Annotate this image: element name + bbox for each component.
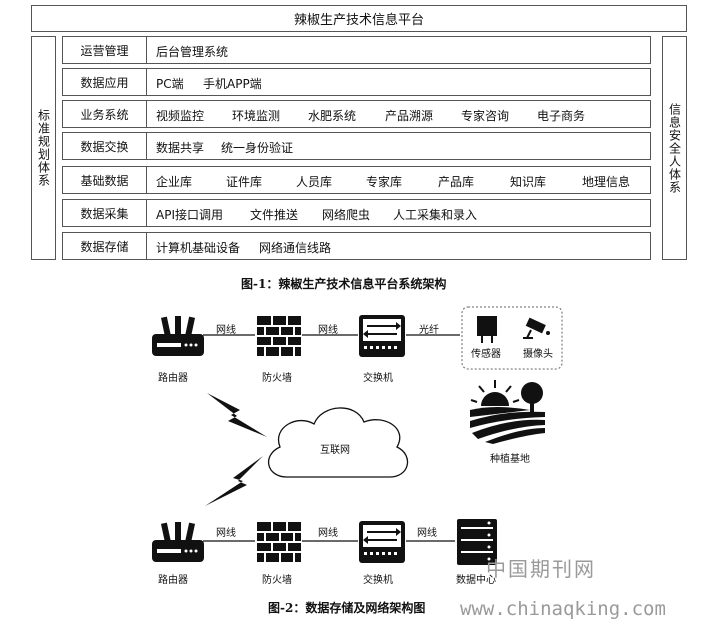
layer-item: 电子商务 — [537, 109, 586, 123]
layer-item: 网络通信线路 — [259, 241, 332, 255]
layer-item: 手机APP端 — [203, 77, 262, 91]
sensor-icon — [477, 316, 497, 343]
router-label: 路由器 — [158, 575, 188, 586]
platform-title-bar: 辣椒生产技术信息平台 — [31, 5, 687, 32]
layer-name: 数据采集 — [62, 199, 147, 227]
camera-label: 摄像头 — [523, 349, 553, 360]
layer-item: 计算机基础设备 — [156, 241, 241, 255]
layer-name: 数据交换 — [62, 132, 147, 160]
farm-icon — [470, 380, 545, 444]
layer-item: 后台管理系统 — [156, 45, 229, 59]
firewall-label: 防火墙 — [262, 373, 292, 384]
sensor-label: 传感器 — [471, 349, 501, 360]
layer-name: 运营管理 — [62, 36, 147, 64]
link-label: 光纤 — [419, 325, 439, 336]
switch-label: 交换机 — [363, 373, 393, 384]
datacenter-label: 数据中心 — [456, 575, 496, 586]
layer-item: PC端 — [156, 77, 184, 91]
layer-content: 视频监控 环境监测 水肥系统 产品溯源 专家咨询 电子商务 — [147, 100, 651, 128]
link-label: 网线 — [216, 325, 236, 336]
platform-title: 辣椒生产技术信息平台 — [293, 13, 424, 28]
layer-name: 业务系统 — [62, 100, 147, 128]
server-icon — [457, 519, 497, 565]
figure-2-caption: 图-2：数据存储及网络架构图 — [268, 601, 426, 615]
layer-name: 数据存储 — [62, 232, 147, 260]
layer-item: 视频监控 — [156, 109, 205, 123]
layer-name: 数据应用 — [62, 68, 147, 96]
wireless-link-icon — [207, 393, 267, 437]
layer-content: 计算机基础设备 网络通信线路 — [147, 232, 651, 260]
security-system-panel: 信息安全人体系 — [662, 36, 687, 260]
standard-system-label: 标准规划体系 — [36, 109, 51, 187]
farm-label: 种植基地 — [490, 454, 530, 465]
wireless-link-icon — [205, 456, 263, 506]
router-label: 路由器 — [158, 373, 188, 384]
layer-row-data-storage: 数据存储 计算机基础设备 网络通信线路 — [62, 232, 651, 260]
security-system-label: 信息安全人体系 — [667, 102, 682, 194]
layer-item: 数据共享 — [156, 141, 205, 155]
layer-item: 网络爬虫 — [322, 208, 371, 222]
router-icon — [152, 522, 204, 562]
layer-item: 环境监测 — [232, 109, 281, 123]
layer-item: 人员库 — [296, 175, 333, 189]
layer-item: 水肥系统 — [308, 109, 357, 123]
layer-content: 企业库 证件库 人员库 专家库 产品库 知识库 地理信息 — [147, 166, 651, 194]
link-label: 网线 — [417, 528, 437, 539]
watermark-cn: 中国期刊网 — [486, 557, 596, 581]
firewall-icon — [257, 522, 301, 562]
layer-item: 人工采集和录入 — [393, 208, 478, 222]
link-label: 网线 — [216, 528, 236, 539]
camera-icon — [523, 317, 550, 339]
layer-row-business-systems: 业务系统 视频监控 环境监测 水肥系统 产品溯源 专家咨询 电子商务 — [62, 100, 651, 128]
layer-content: 数据共享 统一身份验证 — [147, 132, 651, 160]
layer-row-data-collection: 数据采集 API接口调用 文件推送 网络爬虫 人工采集和录入 — [62, 199, 651, 227]
layer-item: 专家库 — [366, 175, 403, 189]
layer-item: 企业库 — [156, 175, 193, 189]
layer-content: 后台管理系统 — [147, 36, 651, 64]
link-label: 网线 — [318, 528, 338, 539]
layer-row-operations: 运营管理 后台管理系统 — [62, 36, 651, 64]
internet-label: 互联网 — [320, 445, 350, 456]
layer-row-data-exchange: 数据交换 数据共享 统一身份验证 — [62, 132, 651, 160]
layer-content: API接口调用 文件推送 网络爬虫 人工采集和录入 — [147, 199, 651, 227]
switch-label: 交换机 — [363, 575, 393, 586]
layer-row-data-application: 数据应用 PC端 手机APP端 — [62, 68, 651, 96]
figure-1-caption: 图-1：辣椒生产技术信息平台系统架构 — [241, 277, 447, 291]
layer-item: 产品溯源 — [385, 109, 434, 123]
layer-item: 专家咨询 — [461, 109, 510, 123]
layer-item: 文件推送 — [250, 208, 299, 222]
layer-item: 证件库 — [226, 175, 263, 189]
layer-item: API接口调用 — [156, 208, 223, 222]
layer-content: PC端 手机APP端 — [147, 68, 651, 96]
layer-name: 基础数据 — [62, 166, 147, 194]
layer-item: 地理信息 — [582, 175, 631, 189]
switch-icon — [359, 521, 405, 563]
watermark-url: www.chinaqking.com — [460, 598, 666, 620]
layer-row-base-data: 基础数据 企业库 证件库 人员库 专家库 产品库 知识库 地理信息 — [62, 166, 651, 194]
firewall-icon — [257, 316, 301, 356]
cloud-icon — [268, 407, 409, 478]
link-label: 网线 — [318, 325, 338, 336]
firewall-label: 防火墙 — [262, 575, 292, 586]
router-icon — [152, 316, 204, 356]
layer-item: 统一身份验证 — [221, 141, 294, 155]
layer-item: 知识库 — [510, 175, 547, 189]
layer-item: 产品库 — [438, 175, 475, 189]
switch-icon — [359, 315, 405, 357]
standard-system-panel: 标准规划体系 — [31, 36, 56, 260]
